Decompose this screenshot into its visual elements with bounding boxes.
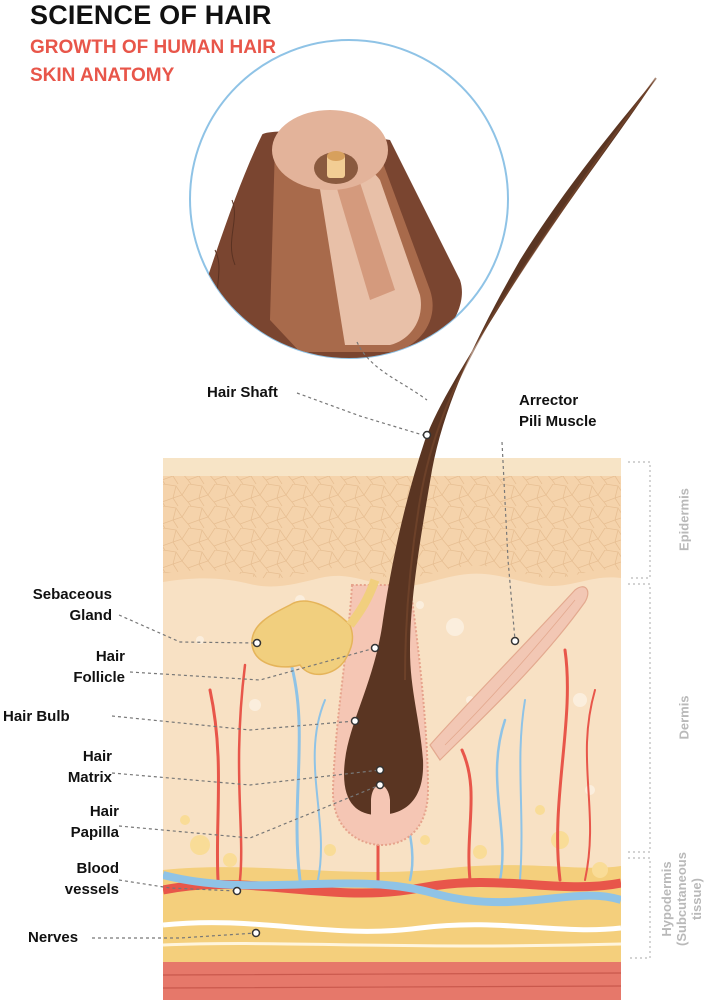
dot-follicle xyxy=(370,643,380,653)
label-arrector-pili-muscle: Arrector Pili Muscle xyxy=(519,392,597,430)
hair-strand xyxy=(344,78,656,815)
dot-blood xyxy=(232,886,242,896)
layer-dermis: Dermis xyxy=(676,695,692,740)
dot-papilla xyxy=(375,780,385,790)
label-blood-vessels: Blood vessels xyxy=(64,860,119,898)
dot-hair-shaft xyxy=(422,430,432,440)
label-hair-follicle: Hair Follicle xyxy=(73,648,125,686)
dot-bulb xyxy=(350,716,360,726)
layer-hypodermis: Hypodermis (Subcutaneous tissue) xyxy=(659,852,704,946)
label-sebaceous-gland: Sebaceous Gland xyxy=(32,586,112,624)
layer-brackets xyxy=(628,461,651,959)
papilla-shape xyxy=(371,785,390,825)
muscle-tissue xyxy=(163,962,621,1000)
sebaceous-gland-shape xyxy=(251,600,354,675)
subtitle-growth: GROWTH OF HUMAN HAIR xyxy=(30,37,276,58)
dot-nerves xyxy=(251,928,261,938)
page-title: SCIENCE OF HAIR xyxy=(30,0,272,30)
vein xyxy=(163,871,621,907)
subtitle-anatomy: SKIN ANATOMY xyxy=(30,65,175,86)
layer-epidermis: Epidermis xyxy=(676,488,692,551)
dot-matrix xyxy=(375,765,385,775)
label-hair-matrix: Hair Matrix xyxy=(67,748,112,786)
dot-sebaceous xyxy=(252,638,262,648)
skin-block xyxy=(163,458,621,1000)
label-hair-shaft: Hair Shaft xyxy=(207,384,278,401)
label-hair-bulb: Hair Bulb xyxy=(3,708,70,725)
nerve xyxy=(163,920,621,934)
label-nerves: Nerves xyxy=(28,929,79,946)
shaft-cross-section xyxy=(200,110,462,358)
arrector-muscle xyxy=(429,586,589,761)
label-hair-papilla: Hair Papilla xyxy=(70,803,119,841)
dot-arrector xyxy=(510,636,520,646)
